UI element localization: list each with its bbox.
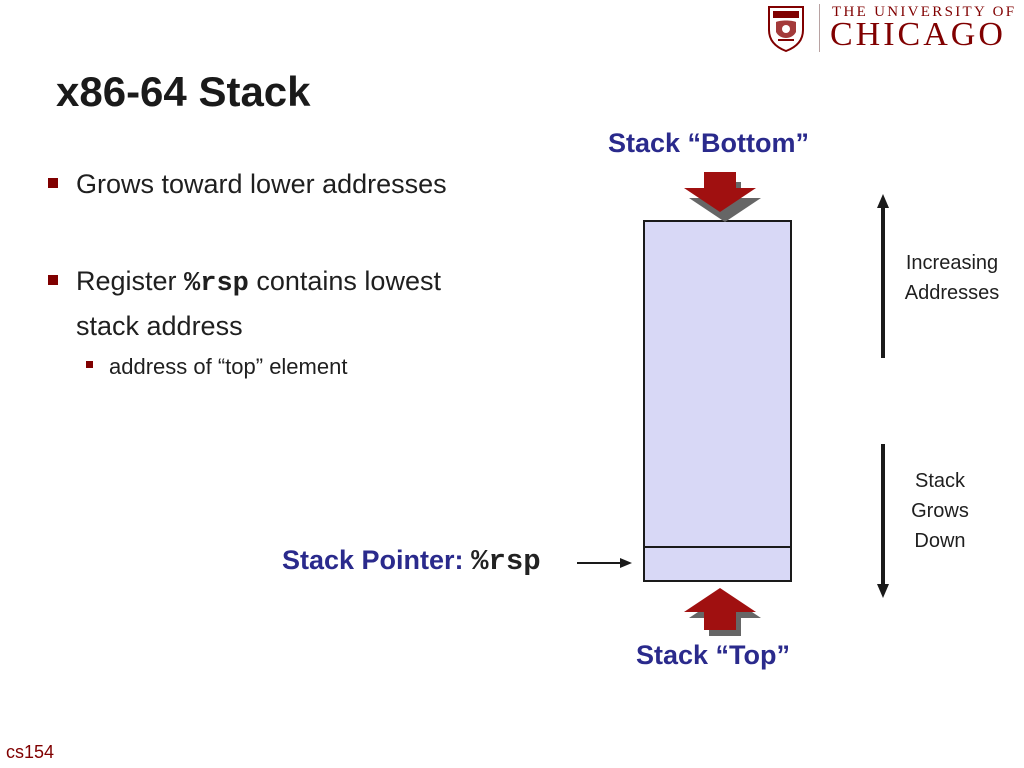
sub-bullet-text: address of “top” element (109, 354, 348, 379)
bullet-text: Grows toward lower addresses (76, 169, 447, 199)
increasing-line-2: Addresses (904, 282, 1000, 304)
bullet-square-icon (48, 178, 58, 188)
increasing-addresses-label: Increasing Addresses (892, 248, 1012, 308)
stack-grows-down-label: Stack Grows Down (890, 466, 990, 556)
bullet-square-icon (48, 275, 58, 285)
bullet-text-post: contains lowest (248, 266, 441, 296)
increasing-line-1: Increasing (905, 252, 999, 274)
stack-memory-box (643, 220, 792, 582)
logo-line-2: CHICAGO (830, 16, 1006, 53)
stack-grows-down-arrow-icon (877, 444, 889, 598)
grows-line-1: Stack (914, 470, 966, 492)
university-crest-icon (768, 6, 804, 52)
stack-pointer-label: Stack Pointer: %rsp (282, 545, 541, 578)
register-code: %rsp (184, 269, 249, 299)
increasing-addresses-arrow-icon (877, 194, 889, 358)
grows-line-3: Down (914, 530, 966, 552)
sub-bullet-square-icon (86, 361, 93, 368)
down-arrow-icon (684, 172, 761, 222)
course-label: cs154 (6, 742, 55, 762)
university-logo: THE UNIVERSITY OF CHICAGO (766, 0, 1024, 58)
logo-line-1: THE UNIVERSITY OF (832, 4, 1017, 20)
up-arrow-icon (684, 588, 761, 636)
stack-top-label: Stack “Top” (636, 640, 791, 670)
stack-pointer-arrow-icon (577, 558, 632, 568)
bullet-text-line2: stack address (76, 311, 243, 341)
stack-pointer-register: %rsp (471, 545, 541, 578)
bullet-text-pre: Register (76, 266, 185, 296)
grows-line-2: Grows (911, 500, 969, 522)
stack-bottom-label: Stack “Bottom” (608, 128, 810, 158)
bullet-grows-lower: Grows toward lower addresses (48, 163, 548, 205)
stack-pointer-text: Stack Pointer: (282, 545, 472, 575)
slide-title: x86-64 Stack (56, 68, 311, 115)
stack-top-element (645, 546, 790, 580)
logo-divider (819, 4, 820, 52)
